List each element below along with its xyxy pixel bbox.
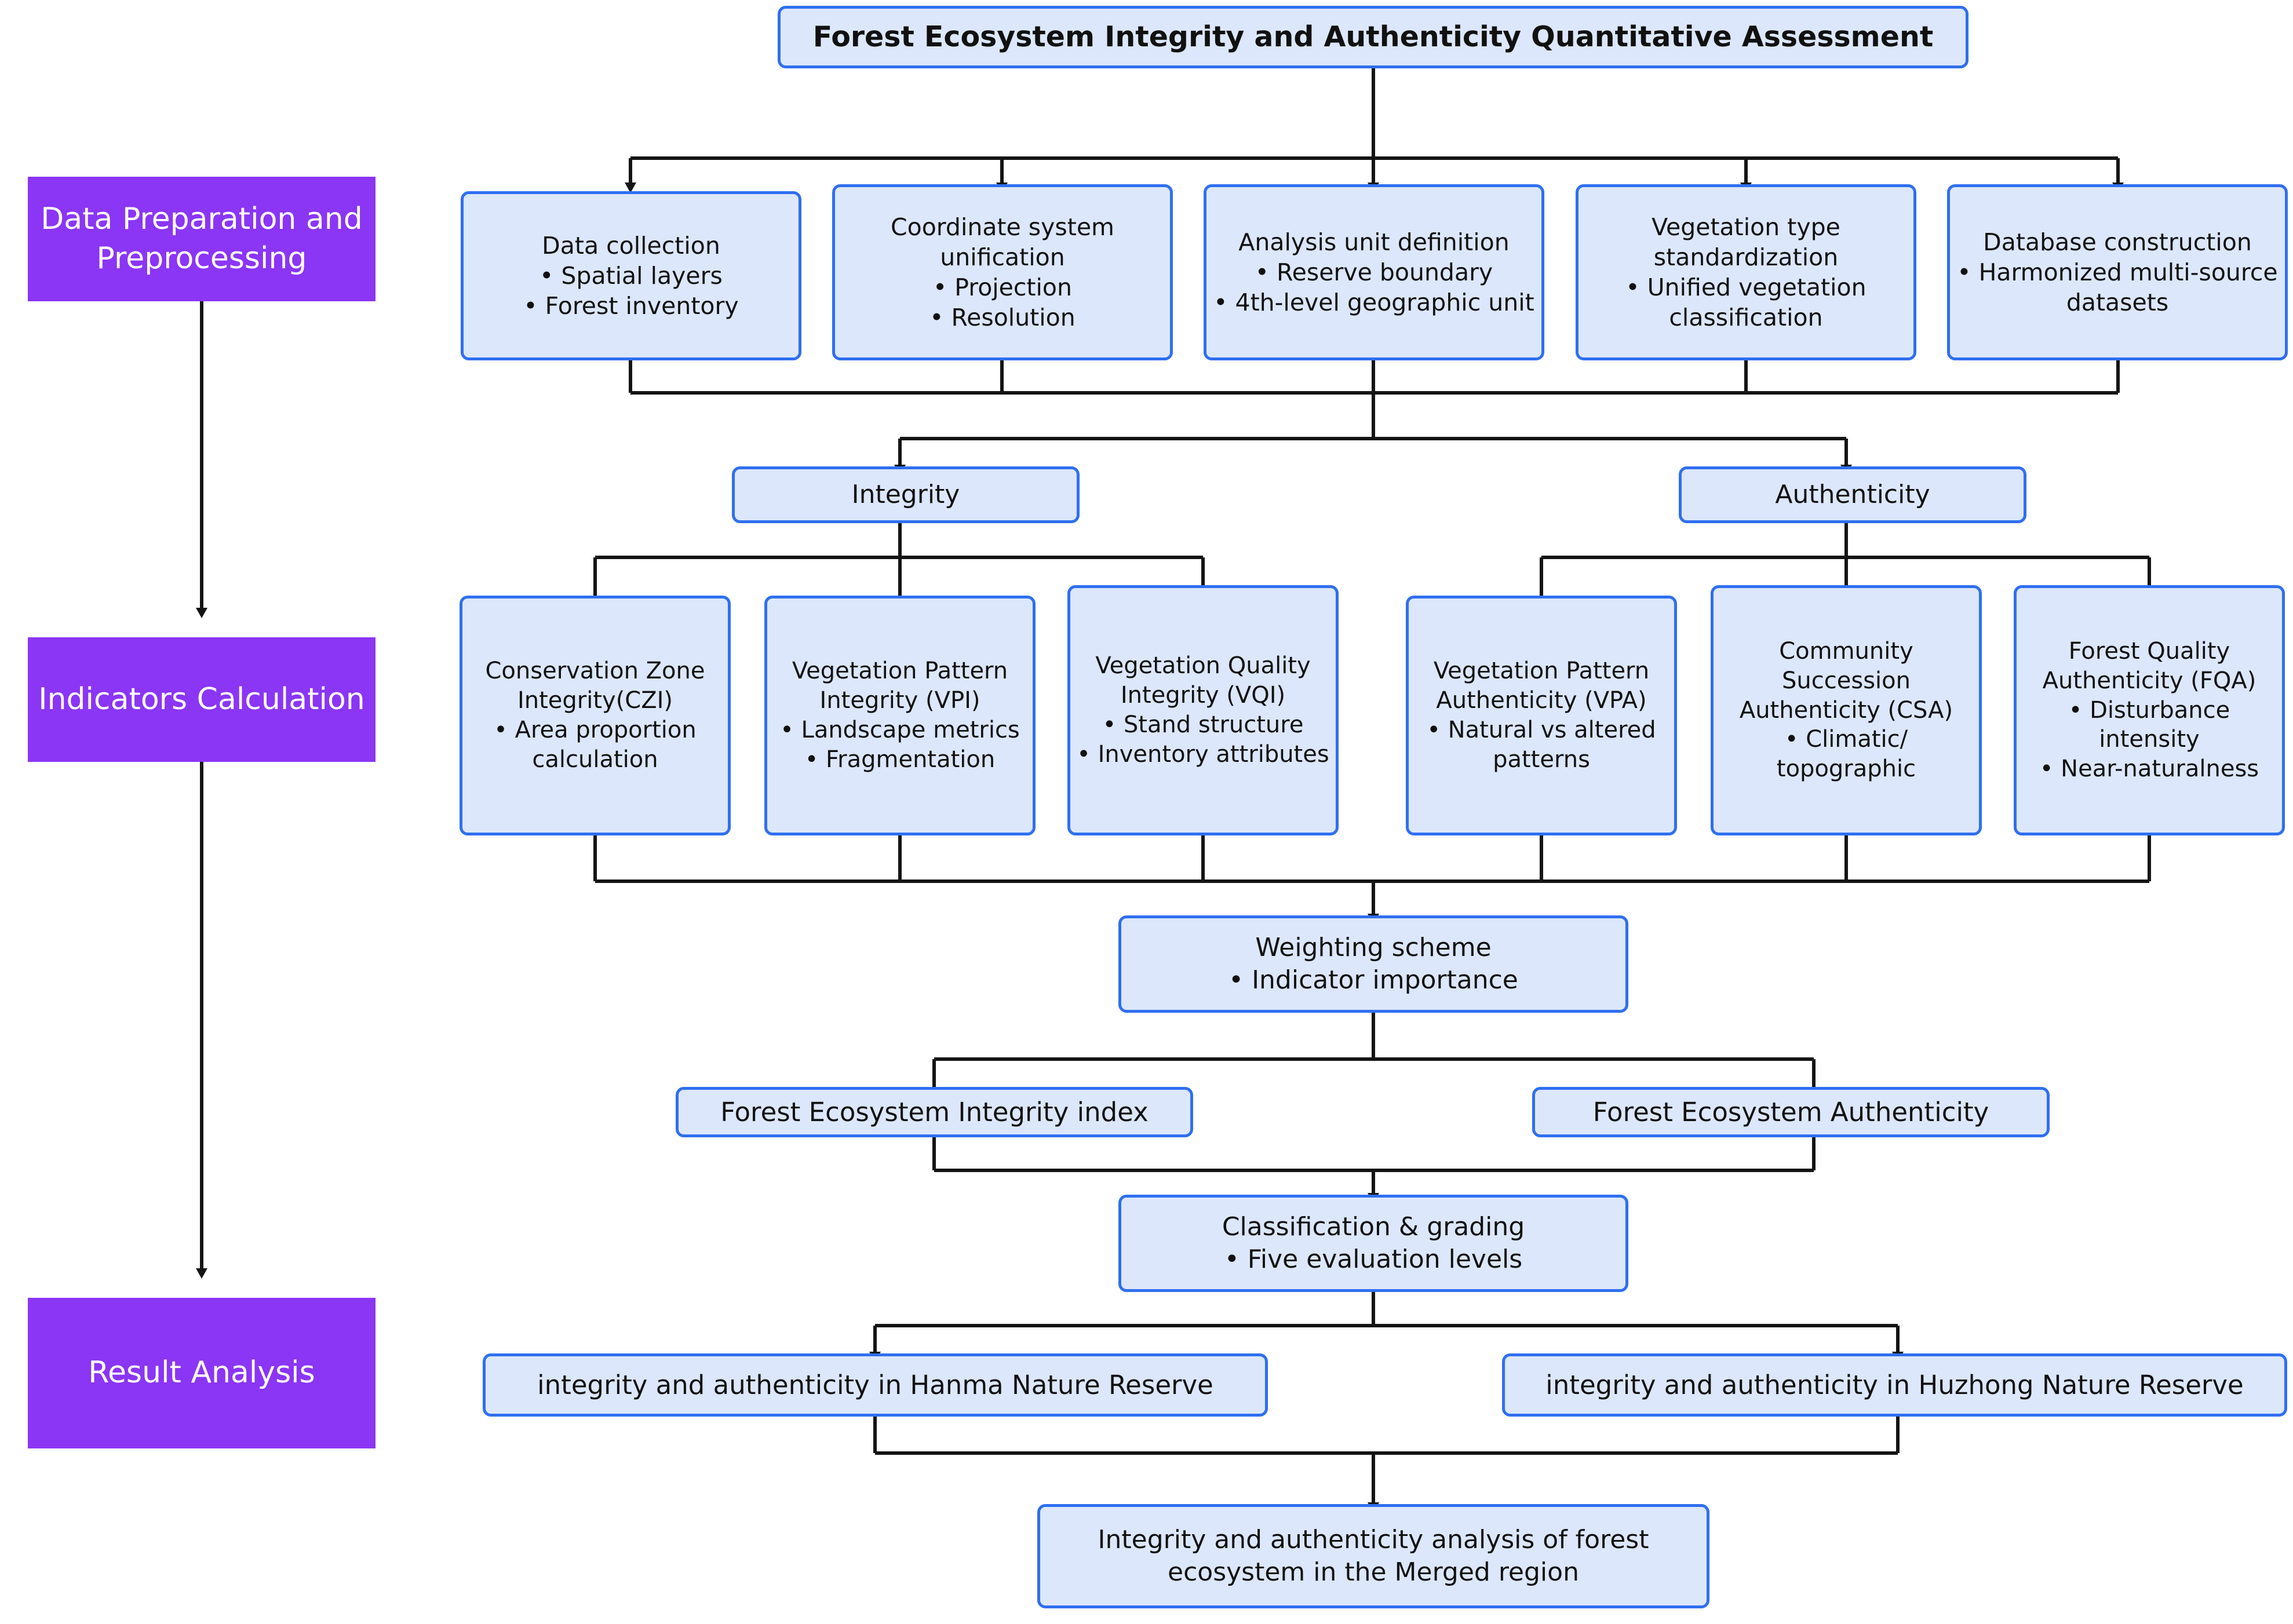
node-integrity-label: Integrity (851, 480, 960, 510)
node-authenticity: Authenticity (1679, 466, 2026, 523)
node-vegetation-pattern-authenticity-title: Vegetation Pattern Authenticity (VPA) (1433, 658, 1650, 714)
node-database-construction-bullet-1: • Harmonized multi-source datasets (1957, 258, 2278, 317)
node-forest-quality-authenticity-bullet-1: • Disturbance intensity (2068, 696, 2230, 753)
node-vegetation-quality-integrity-bullet-2: • Inventory attributes (1077, 740, 1329, 768)
node-analysis-unit-definition: Analysis unit definition • Reserve bound… (1204, 184, 1544, 360)
node-merged-region-analysis: Integrity and authenticity analysis of f… (1037, 1504, 1709, 1608)
node-forest-quality-authenticity-title: Forest Quality Authenticity (FQA) (2042, 638, 2256, 694)
node-hanma-nature-reserve: integrity and authenticity in Hanma Natu… (483, 1353, 1268, 1417)
node-forest-quality-authenticity-bullet-2: • Near-naturalness (2039, 756, 2259, 783)
node-coordinate-system-unification-bullet-2: • Resolution (929, 304, 1076, 332)
stage-band-indicators-calculation-label: Indicators Calculation (38, 681, 365, 717)
node-vegetation-quality-integrity-title: Vegetation Quality Integrity (VQI) (1095, 652, 1311, 709)
node-integrity: Integrity (732, 466, 1080, 523)
node-classification-grading-bullet-1: • Five evaluation levels (1224, 1245, 1523, 1274)
node-forest-quality-authenticity: Forest Quality Authenticity (FQA) • Dist… (2014, 585, 2285, 835)
node-community-succession-authenticity: Community Succession Authenticity (CSA) … (1711, 585, 1982, 835)
node-conservation-zone-integrity-title: Conservation Zone Integrity(CZI) (485, 658, 705, 714)
node-coordinate-system-unification-title: Coordinate system unification (890, 213, 1115, 271)
node-data-collection-bullet-2: • Forest inventory (523, 292, 739, 320)
node-huzhong-nature-reserve: integrity and authenticity in Huzhong Na… (1502, 1353, 2287, 1417)
node-community-succession-authenticity-bullet-1: • Climatic/ topographic (1776, 726, 1916, 783)
assessment-title-label: Forest Ecosystem Integrity and Authentic… (812, 20, 1934, 53)
node-weighting-scheme-bullet-1: • Indicator importance (1228, 965, 1518, 995)
node-conservation-zone-integrity: Conservation Zone Integrity(CZI) • Area … (460, 596, 731, 835)
node-analysis-unit-definition-bullet-1: • Reserve boundary (1255, 258, 1493, 286)
node-vegetation-pattern-authenticity: Vegetation Pattern Authenticity (VPA) • … (1406, 596, 1677, 835)
node-conservation-zone-integrity-bullet-1: • Area proportion calculation (494, 717, 697, 773)
node-forest-ecosystem-authenticity: Forest Ecosystem Authenticity (1532, 1087, 2050, 1137)
stage-band-data-preparation-label: Data Preparation and Preprocessing (41, 201, 363, 276)
node-vegetation-type-standardization: Vegetation type standardization • Unifie… (1576, 184, 1916, 360)
node-analysis-unit-definition-bullet-2: • 4th-level geographic unit (1213, 289, 1534, 317)
node-forest-ecosystem-integrity-index-label: Forest Ecosystem Integrity index (720, 1096, 1149, 1127)
node-weighting-scheme-title: Weighting scheme (1255, 933, 1492, 963)
node-vegetation-pattern-integrity-bullet-1: • Landscape metrics (780, 717, 1020, 743)
node-coordinate-system-unification: Coordinate system unification • Projecti… (832, 184, 1173, 360)
node-vegetation-pattern-integrity-bullet-2: • Fragmentation (804, 746, 996, 773)
node-forest-ecosystem-integrity-index: Forest Ecosystem Integrity index (676, 1087, 1193, 1137)
node-database-construction: Database construction • Harmonized multi… (1947, 184, 2288, 360)
stage-band-result-analysis-label: Result Analysis (88, 1355, 315, 1391)
node-community-succession-authenticity-title: Community Succession Authenticity (CSA) (1739, 638, 1953, 724)
stage-band-indicators-calculation: Indicators Calculation (28, 637, 376, 762)
assessment-title-box: Forest Ecosystem Integrity and Authentic… (778, 6, 1968, 68)
node-authenticity-label: Authenticity (1775, 480, 1930, 510)
node-vegetation-pattern-integrity: Vegetation Pattern Integrity (VPI) • Lan… (764, 596, 1036, 835)
node-data-collection: Data collection • Spatial layers • Fores… (461, 191, 801, 360)
node-analysis-unit-definition-title: Analysis unit definition (1238, 228, 1510, 256)
node-coordinate-system-unification-bullet-1: • Projection (933, 273, 1072, 301)
stage-band-result-analysis: Result Analysis (28, 1298, 376, 1448)
node-forest-ecosystem-authenticity-label: Forest Ecosystem Authenticity (1592, 1096, 1989, 1127)
stage-band-data-preparation: Data Preparation and Preprocessing (28, 177, 376, 301)
node-vegetation-type-standardization-title: Vegetation type standardization (1652, 213, 1840, 271)
node-merged-region-analysis-label: Integrity and authenticity analysis of f… (1098, 1525, 1649, 1587)
node-vegetation-quality-integrity-bullet-1: • Stand structure (1102, 711, 1304, 738)
node-classification-grading-title: Classification & grading (1222, 1212, 1525, 1242)
node-data-collection-bullet-1: • Spatial layers (539, 261, 723, 290)
node-database-construction-title: Database construction (1983, 228, 2252, 256)
node-hanma-nature-reserve-label: integrity and authenticity in Hanma Natu… (537, 1369, 1213, 1400)
node-data-collection-title: Data collection (542, 231, 720, 260)
node-vegetation-pattern-authenticity-bullet-1: • Natural vs altered patterns (1427, 717, 1656, 773)
node-huzhong-nature-reserve-label: integrity and authenticity in Huzhong Na… (1545, 1369, 2244, 1400)
node-vegetation-quality-integrity: Vegetation Quality Integrity (VQI) • Sta… (1067, 585, 1339, 835)
node-weighting-scheme: Weighting scheme • Indicator importance (1118, 915, 1628, 1013)
node-vegetation-type-standardization-bullet-1: • Unified vegetation classification (1625, 273, 1867, 332)
node-classification-grading: Classification & grading • Five evaluati… (1118, 1195, 1628, 1292)
node-vegetation-pattern-integrity-title: Vegetation Pattern Integrity (VPI) (792, 658, 1008, 714)
